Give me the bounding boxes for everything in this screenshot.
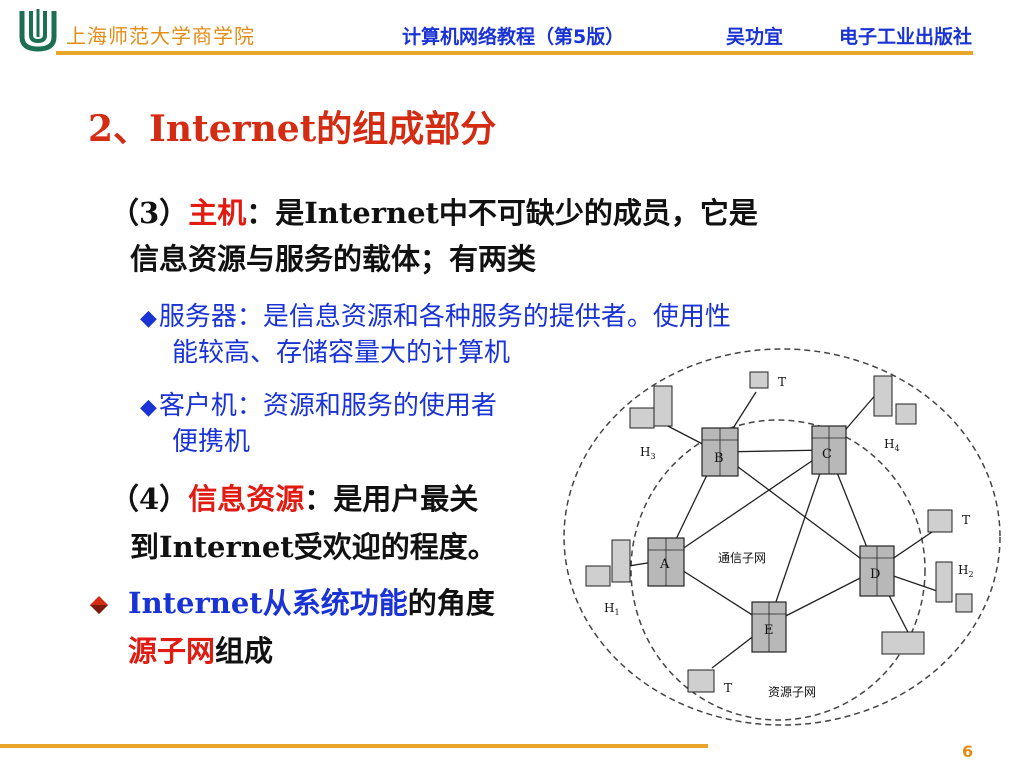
bullet-client-line-1: ◆客户机：资源和服务的使用者 [140,391,497,421]
diamond-bullet-icon: ◆ [140,395,157,420]
arrow-bullet-icon [90,596,108,614]
host-label-h2: H2 [958,563,974,579]
terminal-right [927,509,953,533]
node-label-e: E [764,623,774,638]
server-h3-monitor [629,407,655,429]
book-title: 计算机网络教程（第5版） [402,26,625,48]
bullet-client-line-2: 便携机 [172,427,251,457]
node-label-a: A [659,557,670,572]
header-divider [56,51,973,55]
author-name: 吴功宜 [726,26,784,48]
footer-divider [0,744,708,748]
terminal-bottom [687,669,715,693]
node-label-d: D [870,567,880,582]
point-4-line-2: 到Internet受欢迎的程度。 [130,530,497,564]
host-label-h4: H4 [884,437,900,453]
terminal-label-bottom: T [724,681,732,695]
server-h2-tower [935,561,953,603]
terminal-label-right: T [962,513,970,527]
server-h4-tower [873,375,893,417]
page-number: 6 [962,742,974,761]
summary-line-1: Internet从系统功能的角度 [128,586,495,620]
server-h4-monitor [895,403,917,425]
comm-subnet-boundary [630,419,926,721]
slide-title: 2、Internet的组成部分 [88,108,497,150]
terminal-top [749,371,769,389]
server-h2-monitor [955,593,973,613]
server-h1-monitor [585,565,611,587]
publisher-name: 电子工业出版社 [839,26,973,48]
host-label-h3: H3 [640,445,656,461]
point-3-line-1: （3）主机：是Internet中不可缺少的成员，它是 [110,196,758,230]
diamond-bullet-icon: ◆ [140,306,157,331]
point-3-line-2: 信息资源与服务的载体；有两类 [130,242,537,276]
resource-subnet-label: 资源子网 [768,685,816,699]
host-label-h1: H1 [604,601,620,617]
server-h1-tower [611,539,631,583]
server-h3-tower [653,385,673,427]
point-4-line-1: （4）信息资源：是用户最关 [110,482,479,516]
university-logo-icon [19,9,57,52]
node-label-c: C [822,447,832,462]
node-label-b: B [714,451,724,466]
bullet-server-line-1: ◆服务器：是信息资源和各种服务的提供者。使用性 [140,302,731,332]
terminal-label-top: T [778,375,786,389]
bullet-server-line-2: 能较高、存储容量大的计算机 [172,338,511,368]
summary-line-2: 源子网组成 [128,634,274,668]
comm-subnet-label: 通信子网 [718,551,766,565]
school-name: 上海师范大学商学院 [66,24,255,48]
resource-subnet-boundary [563,348,1001,726]
network-diagram: B C A D E H3 H4 H1 H2 T T T 通信子网 资源子网 [556,340,1012,727]
printer [881,631,925,655]
